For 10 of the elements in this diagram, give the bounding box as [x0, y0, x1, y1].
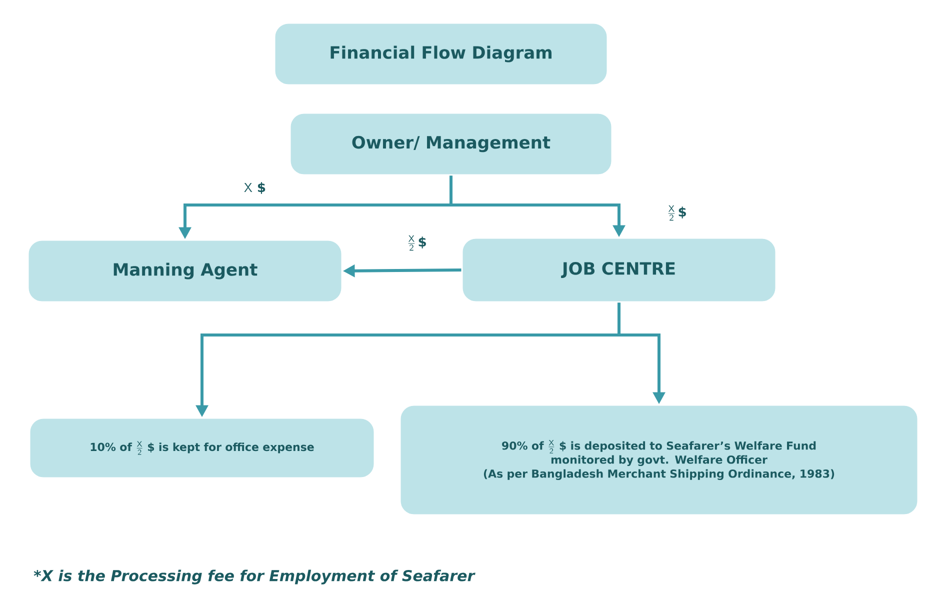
process-box: $\text{10\% of }\frac{\mathsf{X}}{\mathsf{2}}\text{ \$ is kept for office expense}$ [28, 417, 376, 479]
process-box: $\text{90\% of }\frac{\mathsf{X}}{\mathsf{2}}\text{ \$ is deposited to Seafarer's Welfare Fund}$ monitored by govt. Welfare Officer (As per Bangladesh Merchant Shipping Ordinance, 1983) [399, 404, 919, 516]
process-box: Manning Agent [27, 239, 343, 303]
process-box: Financial Flow Diagram [274, 22, 608, 86]
edge-label: $\frac{\mathsf{X}}{\mathsf{2}}\,\text{\$}$ [668, 205, 686, 221]
process-box: Owner/ Management [289, 112, 613, 176]
caption: *X is the Processing fee for Employment of Seafarer [34, 570, 476, 584]
process-box: JOB CENTRE [461, 237, 777, 303]
edge-label: $\mathsf{X}\ \text{\$}$ [244, 182, 266, 194]
edge-label: $\frac{\mathsf{X}}{\mathsf{2}}\,\text{\$}$ [408, 235, 426, 251]
